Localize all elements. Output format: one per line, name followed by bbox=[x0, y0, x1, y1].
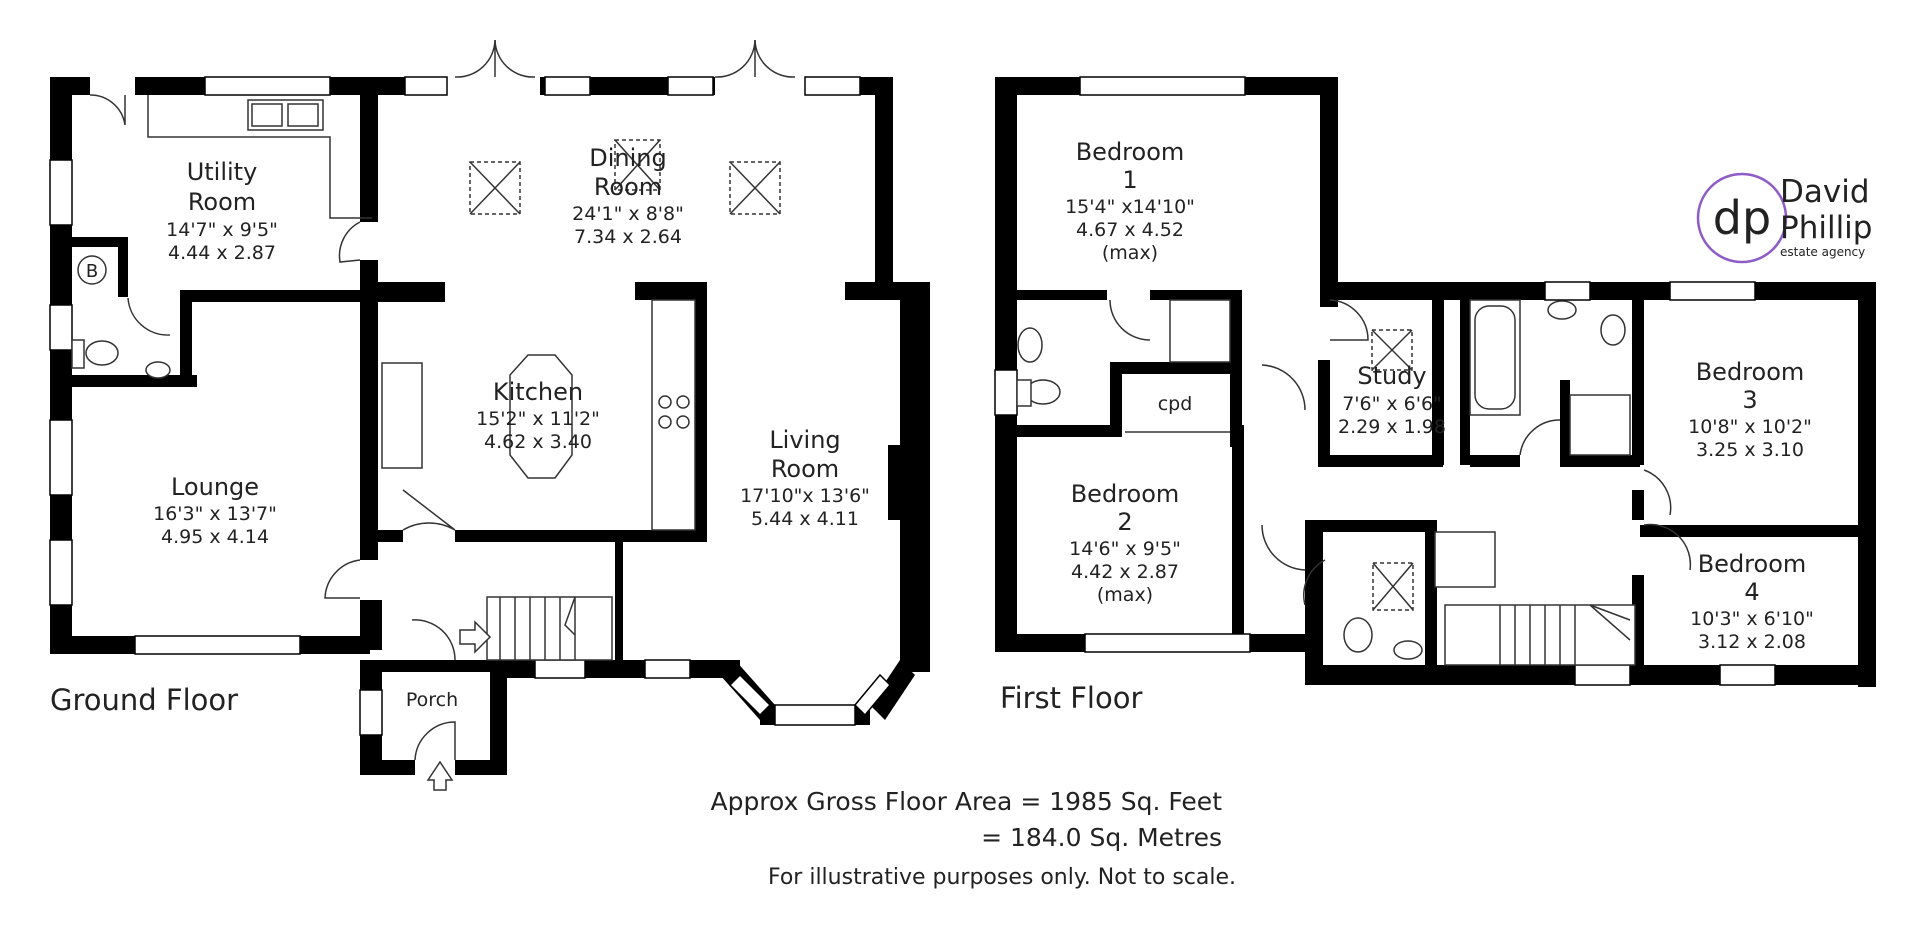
dining-room-name-1: Dining bbox=[589, 144, 666, 172]
living-room-name-2: Room bbox=[771, 455, 839, 483]
living-room-name-1: Living bbox=[769, 426, 840, 454]
bedroom2-imperial: 14'6" x 9'5" bbox=[1069, 538, 1181, 560]
bedroom2-name-1: Bedroom bbox=[1071, 480, 1180, 508]
first-floor-labels: Bedroom 1 15'4" x14'10" 4.67 x 4.52 (max… bbox=[1000, 138, 1814, 715]
ground-floor-doors bbox=[89, 39, 796, 761]
brand-logo: dp David Phillip estate agency bbox=[1696, 172, 1872, 264]
bedroom3-imperial: 10'8" x 10'2" bbox=[1688, 416, 1812, 438]
bedroom3-name-2: 3 bbox=[1742, 386, 1757, 414]
bedroom1-imperial: 15'4" x14'10" bbox=[1065, 196, 1195, 218]
lounge-name: Lounge bbox=[171, 473, 259, 501]
first-floor-fixtures bbox=[1016, 299, 1636, 666]
study-imperial: 7'6" x 6'6" bbox=[1342, 393, 1442, 415]
area-line-1: Approx Gross Floor Area = 1985 Sq. Feet bbox=[710, 787, 1222, 816]
bedroom1-name-2: 1 bbox=[1122, 166, 1137, 194]
ground-floor-labels: Utility Room 14'7" x 9'5" 4.44 x 2.87 Di… bbox=[50, 144, 870, 717]
porch-name: Porch bbox=[406, 689, 458, 711]
study-metric: 2.29 x 1.98 bbox=[1338, 416, 1446, 438]
dining-room-metric: 7.34 x 2.64 bbox=[574, 226, 682, 248]
bedroom3-metric: 3.25 x 3.10 bbox=[1696, 439, 1804, 461]
bedroom1-metric: 4.67 x 4.52 bbox=[1076, 219, 1184, 241]
ground-floor-walls bbox=[50, 77, 930, 775]
kitchen-imperial: 15'2" x 11'2" bbox=[476, 408, 600, 430]
bedroom2-note: (max) bbox=[1097, 584, 1153, 606]
first-floor-walls bbox=[995, 77, 1876, 687]
bedroom4-metric: 3.12 x 2.08 bbox=[1698, 631, 1806, 653]
brand-name-line1: David bbox=[1780, 174, 1870, 210]
study-name: Study bbox=[1357, 362, 1426, 390]
utility-room-imperial: 14'7" x 9'5" bbox=[166, 219, 278, 241]
first-floor-title: First Floor bbox=[1000, 681, 1142, 715]
lounge-metric: 4.95 x 4.14 bbox=[161, 526, 269, 548]
living-room-metric: 5.44 x 4.11 bbox=[751, 508, 859, 530]
bedroom2-metric: 4.42 x 2.87 bbox=[1071, 561, 1179, 583]
bedroom1-note: (max) bbox=[1102, 242, 1158, 264]
logo-ring bbox=[1696, 172, 1788, 264]
ground-floor-fixtures bbox=[71, 95, 781, 791]
utility-room-name-2: Room bbox=[188, 188, 256, 216]
bedroom4-name-2: 4 bbox=[1744, 578, 1759, 606]
disclaimer-text: For illustrative purposes only. Not to s… bbox=[768, 865, 1236, 890]
ground-floor-title: Ground Floor bbox=[50, 683, 238, 717]
dining-room-name-2: Room bbox=[594, 173, 662, 201]
brand-tagline: estate agency bbox=[1780, 245, 1865, 259]
lounge-imperial: 16'3" x 13'7" bbox=[153, 503, 277, 525]
kitchen-name: Kitchen bbox=[493, 378, 583, 406]
utility-room-metric: 4.44 x 2.87 bbox=[168, 242, 276, 264]
living-room-imperial: 17'10"x 13'6" bbox=[740, 485, 870, 507]
bedroom1-name-1: Bedroom bbox=[1076, 138, 1185, 166]
bedroom4-name-1: Bedroom bbox=[1698, 550, 1807, 578]
first-floor-doors bbox=[1109, 299, 1692, 606]
kitchen-metric: 4.62 x 3.40 bbox=[484, 431, 592, 453]
cupboard-label: cpd bbox=[1158, 393, 1193, 415]
brand-name-line2: Phillip bbox=[1780, 210, 1872, 246]
bedroom4-imperial: 10'3" x 6'10" bbox=[1690, 608, 1814, 630]
utility-room-name-1: Utility bbox=[187, 158, 258, 186]
area-line-2: = 184.0 Sq. Metres bbox=[981, 823, 1222, 852]
bedroom3-name-1: Bedroom bbox=[1696, 358, 1805, 386]
boiler-label: B bbox=[86, 261, 98, 282]
ground-floor-windows bbox=[49, 76, 892, 736]
bedroom2-name-2: 2 bbox=[1117, 508, 1132, 536]
area-summary: Approx Gross Floor Area = 1985 Sq. Feet … bbox=[710, 787, 1236, 890]
dining-room-imperial: 24'1" x 8'8" bbox=[572, 203, 684, 225]
logo-monogram: dp bbox=[1713, 191, 1771, 245]
